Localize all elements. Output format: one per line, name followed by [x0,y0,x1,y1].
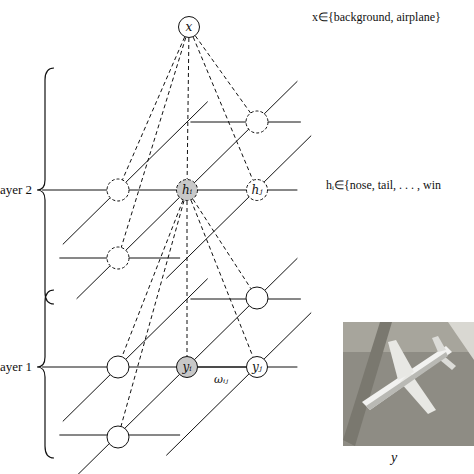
variable-node: hⱼ [246,179,268,201]
dependency-edge [191,200,253,357]
circle-shape [177,180,198,201]
annotation-text: y [391,450,397,466]
circle-shape [179,17,200,38]
layer-brace [37,68,54,304]
layer-brace [37,290,54,458]
variable-name: hⱼ [252,183,263,197]
grid-lines [42,81,311,474]
circle-shape [247,357,268,378]
dependency-line [195,36,250,113]
annotation-text: x∈{background, airplane} [312,10,441,25]
dependency-edge [187,38,189,179]
dependency-edge [187,201,188,356]
grid-line [166,136,311,279]
variable-node: yᵢ [176,356,198,378]
grid-line [63,102,208,245]
dependency-edge [198,367,246,368]
grid-line [63,279,208,422]
airplane-photo [343,322,474,446]
variable-circle [107,247,129,269]
variable-circle [107,426,129,448]
variable-name: yᵢ [182,360,191,374]
variable-circle [107,179,129,201]
annotation-text: ayer 1 [0,359,32,375]
variable-node: hᵢ [176,179,198,201]
dependency-line [122,200,183,357]
variable-name: x [186,20,193,34]
variable-name: hᵢ [182,183,192,197]
variable-circle [246,111,268,133]
plain-circles [107,36,268,448]
circle-shape [247,180,268,201]
variable-name: yⱼ [252,360,262,374]
annotation-text: hᵢ∈{nose, tail, . . . , win [326,178,441,193]
dependency-line [122,37,184,180]
annotation-text: ayer 2 [0,182,32,198]
grid-line [77,258,298,474]
dependency-edge [193,37,253,180]
variable-circle [246,287,268,309]
variable-circle [107,356,129,378]
grid-line [190,122,300,123]
grid-line [166,313,311,456]
weight-label: ωᵢⱼ [214,373,228,386]
dependency-line [121,38,186,248]
dependency-line [121,201,184,427]
circle-shape [177,357,198,378]
dependency-line [193,199,251,289]
variable-node: yⱼ [246,356,268,378]
variable-node: x [178,16,200,38]
